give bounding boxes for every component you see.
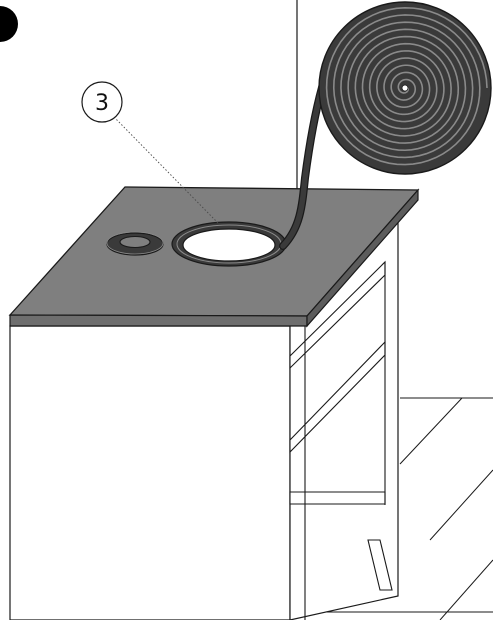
callout-number: 3 bbox=[95, 91, 109, 116]
cutout-hole bbox=[171, 221, 287, 267]
floor-lines bbox=[302, 397, 493, 620]
tape-roll-spiral bbox=[325, 6, 488, 166]
callout-3: 3 bbox=[81, 81, 123, 123]
callout-circle bbox=[81, 81, 123, 123]
step-marker-icon bbox=[0, 6, 18, 42]
sealing-tape-roll-icon bbox=[318, 1, 492, 175]
dotted-leader-line bbox=[113, 116, 219, 224]
cabinet-leg bbox=[367, 539, 393, 591]
small-tape-ring bbox=[106, 231, 164, 256]
tape-roll-core bbox=[401, 84, 409, 92]
cabinet-shelves bbox=[289, 260, 386, 620]
